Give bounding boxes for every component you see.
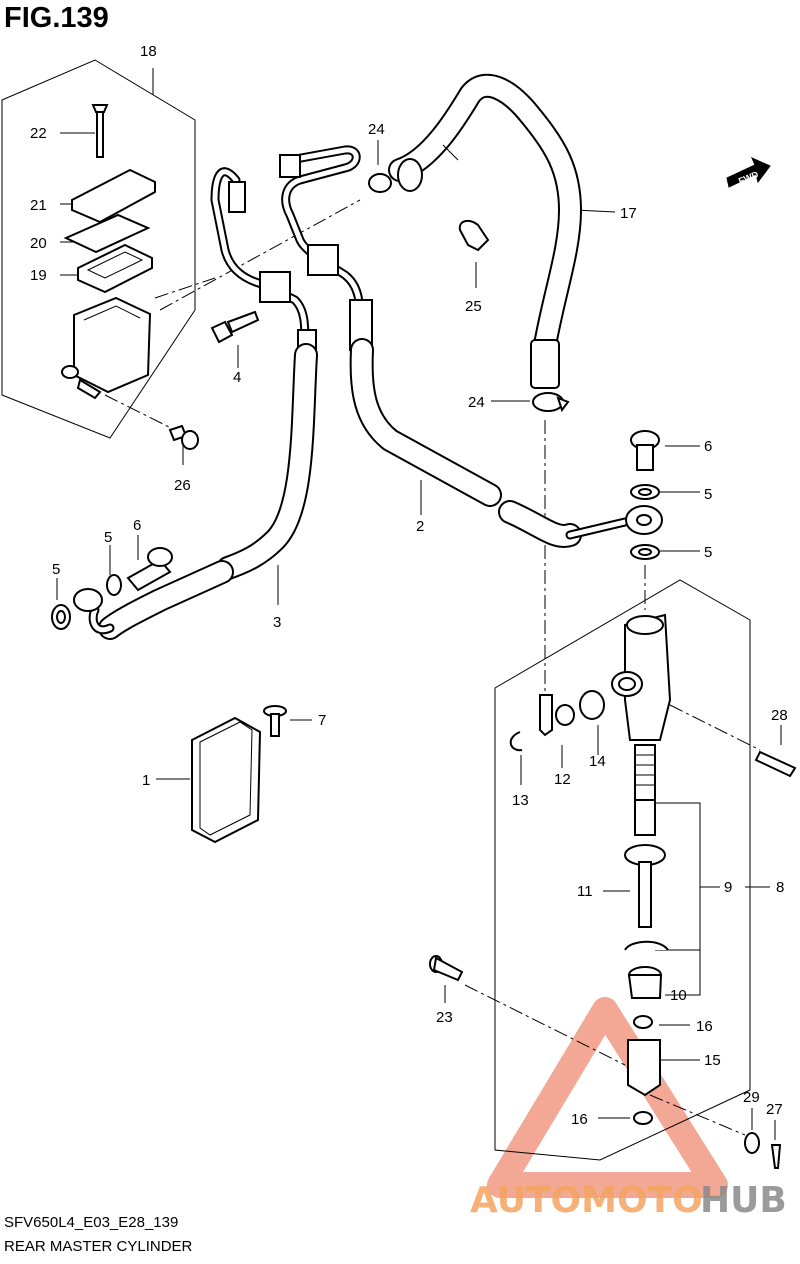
callout-24: 24 [468, 394, 485, 411]
part-12-hose-connector [539, 694, 575, 737]
watermark-logo: AUTOMOTO HUB [470, 1180, 787, 1221]
callout-13: 13 [512, 792, 529, 809]
callout-labels: 1 2 3 4 5 5 5 5 6 6 7 8 9 10 11 12 13 14… [30, 43, 788, 1128]
part-9-piston-kit [634, 744, 656, 836]
callout-15: 15 [704, 1052, 721, 1069]
callout-24: 24 [368, 121, 385, 138]
leader-lines [56, 68, 782, 1140]
part-5-washers-left [51, 574, 122, 630]
callout-21: 21 [30, 197, 47, 214]
callout-27: 27 [766, 1101, 783, 1118]
callout-9: 9 [724, 879, 732, 896]
part-6-banjo-bolt-left [126, 547, 173, 592]
figure-name: REAR MASTER CYLINDER [4, 1238, 193, 1255]
callout-4: 4 [233, 369, 241, 386]
part-13-circlip [509, 731, 523, 752]
callout-10: 10 [670, 987, 687, 1004]
figure-code: SFV650L4_E03_E28_139 [4, 1214, 179, 1231]
callout-6: 6 [133, 517, 141, 534]
callout-5: 5 [704, 544, 712, 561]
callout-19: 19 [30, 267, 47, 284]
watermark-text-hub: HUB [700, 1180, 787, 1221]
fwd-arrow-icon: FWD [726, 157, 771, 188]
callout-18: 18 [140, 43, 157, 60]
callout-5: 5 [104, 529, 112, 546]
callout-25: 25 [465, 298, 482, 315]
part-11-push-rod [624, 844, 666, 928]
part-1-cover [191, 716, 262, 844]
callout-12: 12 [554, 771, 571, 788]
part-26-bolt [168, 424, 199, 450]
callout-5: 5 [52, 561, 60, 578]
callout-8: 8 [776, 879, 784, 896]
part-2-brake-hose [279, 145, 663, 548]
callout-16: 16 [571, 1111, 588, 1128]
part-19-diaphragm [77, 243, 153, 294]
callout-11: 11 [577, 883, 593, 900]
callout-22: 22 [30, 125, 47, 142]
part-3-brake-hose [73, 167, 318, 640]
part-5-washer [630, 484, 660, 560]
master-cylinder-group-box [494, 579, 751, 1161]
callout-1: 1 [142, 772, 150, 789]
part-14-o-ring [579, 690, 605, 720]
figure-title: FIG.139 [4, 2, 109, 34]
part-27-cotter-pin [770, 1144, 782, 1169]
part-8-master-cylinder-body [611, 613, 672, 741]
part-10-boot [627, 966, 663, 999]
part-9-circlip [624, 940, 669, 951]
part-15-clevis [627, 1039, 661, 1097]
part-4-bolt [210, 310, 260, 344]
part-20-plate [63, 213, 151, 254]
callout-23: 23 [436, 1009, 453, 1026]
part-28-bolt [754, 750, 797, 778]
callout-28: 28 [771, 707, 788, 724]
callout-29: 29 [743, 1089, 760, 1106]
part-29-washer [744, 1132, 760, 1154]
callout-7: 7 [318, 712, 326, 729]
part-22-screw [91, 104, 109, 158]
callout-5: 5 [704, 486, 712, 503]
callout-26: 26 [174, 477, 191, 494]
part-24-clamp [368, 173, 392, 193]
part-17-reservoir-hose [388, 73, 582, 389]
part-23-pin [429, 955, 464, 982]
callout-17: 17 [620, 205, 637, 222]
part-6-banjo-bolt [630, 430, 660, 471]
watermark-text-automoto: AUTOMOTO [470, 1180, 703, 1221]
callout-2: 2 [416, 518, 424, 535]
watermark-triangle [487, 997, 728, 1198]
callout-3: 3 [273, 614, 281, 631]
callout-14: 14 [589, 753, 606, 770]
part-16-nut [633, 1015, 653, 1125]
callout-16: 16 [696, 1018, 713, 1035]
part-21-reservoir-cap [71, 168, 156, 224]
part-25-clamp [458, 219, 490, 252]
callout-6: 6 [704, 438, 712, 455]
callout-20: 20 [30, 235, 47, 252]
part-24-clamp-lower [532, 392, 570, 413]
part-18-reservoir [61, 296, 152, 400]
part-7-screw [263, 705, 287, 737]
reservoir-group-box [1, 59, 196, 439]
